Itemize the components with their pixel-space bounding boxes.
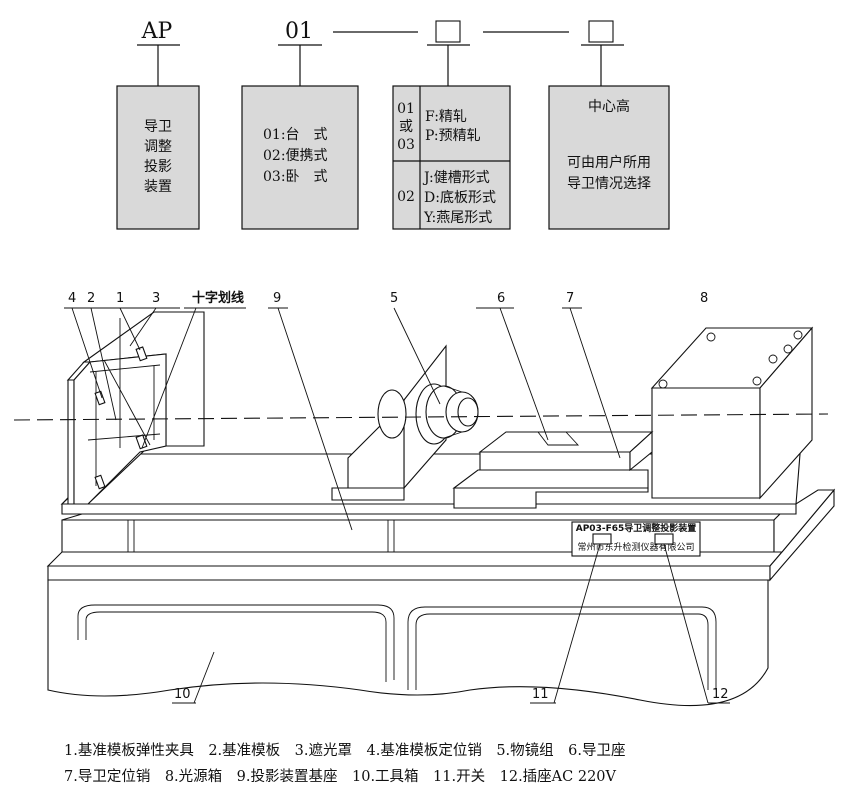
box-type xyxy=(241,85,359,230)
box4-title: 中心高 xyxy=(588,98,630,115)
code-placeholder-box-4 xyxy=(588,20,614,43)
box-guide-form xyxy=(392,85,511,230)
objective-lens-group xyxy=(331,344,479,501)
callout-10: 10 xyxy=(174,687,191,702)
callout-3: 3 xyxy=(152,291,160,306)
box-center-height xyxy=(548,85,670,230)
callout-11: 11 xyxy=(532,687,549,702)
switch-icon xyxy=(592,533,612,545)
optical-axis xyxy=(13,413,829,421)
box3-upper-right-1: F:精轧 xyxy=(425,109,467,125)
callout-1: 1 xyxy=(116,291,124,306)
box1-line-2: 调整 xyxy=(144,139,172,155)
box3-upper-left-3: 03 xyxy=(397,137,415,153)
callout-crosshair: 十字划线 xyxy=(192,290,244,306)
machine-drawing: AP03-F65导卫调整投影装置 常州市东升检测仪器有限公司 xyxy=(13,311,836,707)
callout-8: 8 xyxy=(700,291,708,306)
box3-upper-left-2: 或 xyxy=(399,119,413,135)
box4-line-1: 可由用户所用 xyxy=(567,154,651,171)
box3-lower-right-2: D:底板形式 xyxy=(424,190,496,206)
box2-line-1: 01:台 式 xyxy=(263,127,328,143)
box2-line-3: 03:卧 式 xyxy=(263,169,328,185)
light-source-box xyxy=(650,326,814,500)
box3-lower-right-3: Y:燕尾形式 xyxy=(423,210,492,226)
callout-5: 5 xyxy=(390,291,398,306)
callout-9: 9 xyxy=(273,291,281,306)
callout-6: 6 xyxy=(497,291,505,306)
nameplate-title: AP03-F65导卫调整投影装置 xyxy=(576,522,697,534)
box1-line-4: 装置 xyxy=(144,179,172,195)
legend-line-2: 7.导卫定位销 8.光源箱 9.投影装置基座 10.工具箱 11.开关 12.插… xyxy=(64,768,617,785)
guide-seat xyxy=(452,430,654,509)
box1-line-1: 导卫 xyxy=(144,119,172,135)
box4-line-2: 导卫情况选择 xyxy=(567,176,651,192)
parts-legend: 1.基准模板弹性夹具 2.基准模板 3.遮光罩 4.基准模板定位销 5.物镜组 … xyxy=(64,741,626,785)
model-code-diagram: AP 01 导卫 调整 投影 装置 01:台 式 02:便携式 03:卧 式 0… xyxy=(116,19,670,230)
legend-line-1: 1.基准模板弹性夹具 2.基准模板 3.遮光罩 4.基准模板定位销 5.物镜组 … xyxy=(64,741,626,759)
callout-12: 12 xyxy=(712,687,729,702)
box3-upper-right-2: P:预精轧 xyxy=(425,128,481,144)
callout-7: 7 xyxy=(566,291,574,306)
box-device-name xyxy=(116,85,200,230)
box3-lower-right-1: J:健槽形式 xyxy=(422,170,490,186)
code-part-ap: AP xyxy=(141,19,173,44)
callout-2: 2 xyxy=(87,291,95,306)
template-holder xyxy=(60,311,205,505)
socket-icon xyxy=(654,533,674,545)
callout-4: 4 xyxy=(68,291,76,306)
callouts: 4 2 1 3 十字划线 9 5 6 7 8 10 11 12 xyxy=(64,290,730,704)
box1-line-3: 投影 xyxy=(144,159,172,175)
tool-cabinet xyxy=(47,579,769,707)
code-placeholder-box-3 xyxy=(435,20,461,43)
box3-upper-left-1: 01 xyxy=(397,101,415,117)
nameplate: AP03-F65导卫调整投影装置 常州市东升检测仪器有限公司 xyxy=(571,521,701,557)
box2-line-2: 02:便携式 xyxy=(263,148,328,164)
box3-lower-left: 02 xyxy=(397,189,415,205)
code-part-01: 01 xyxy=(285,19,313,44)
